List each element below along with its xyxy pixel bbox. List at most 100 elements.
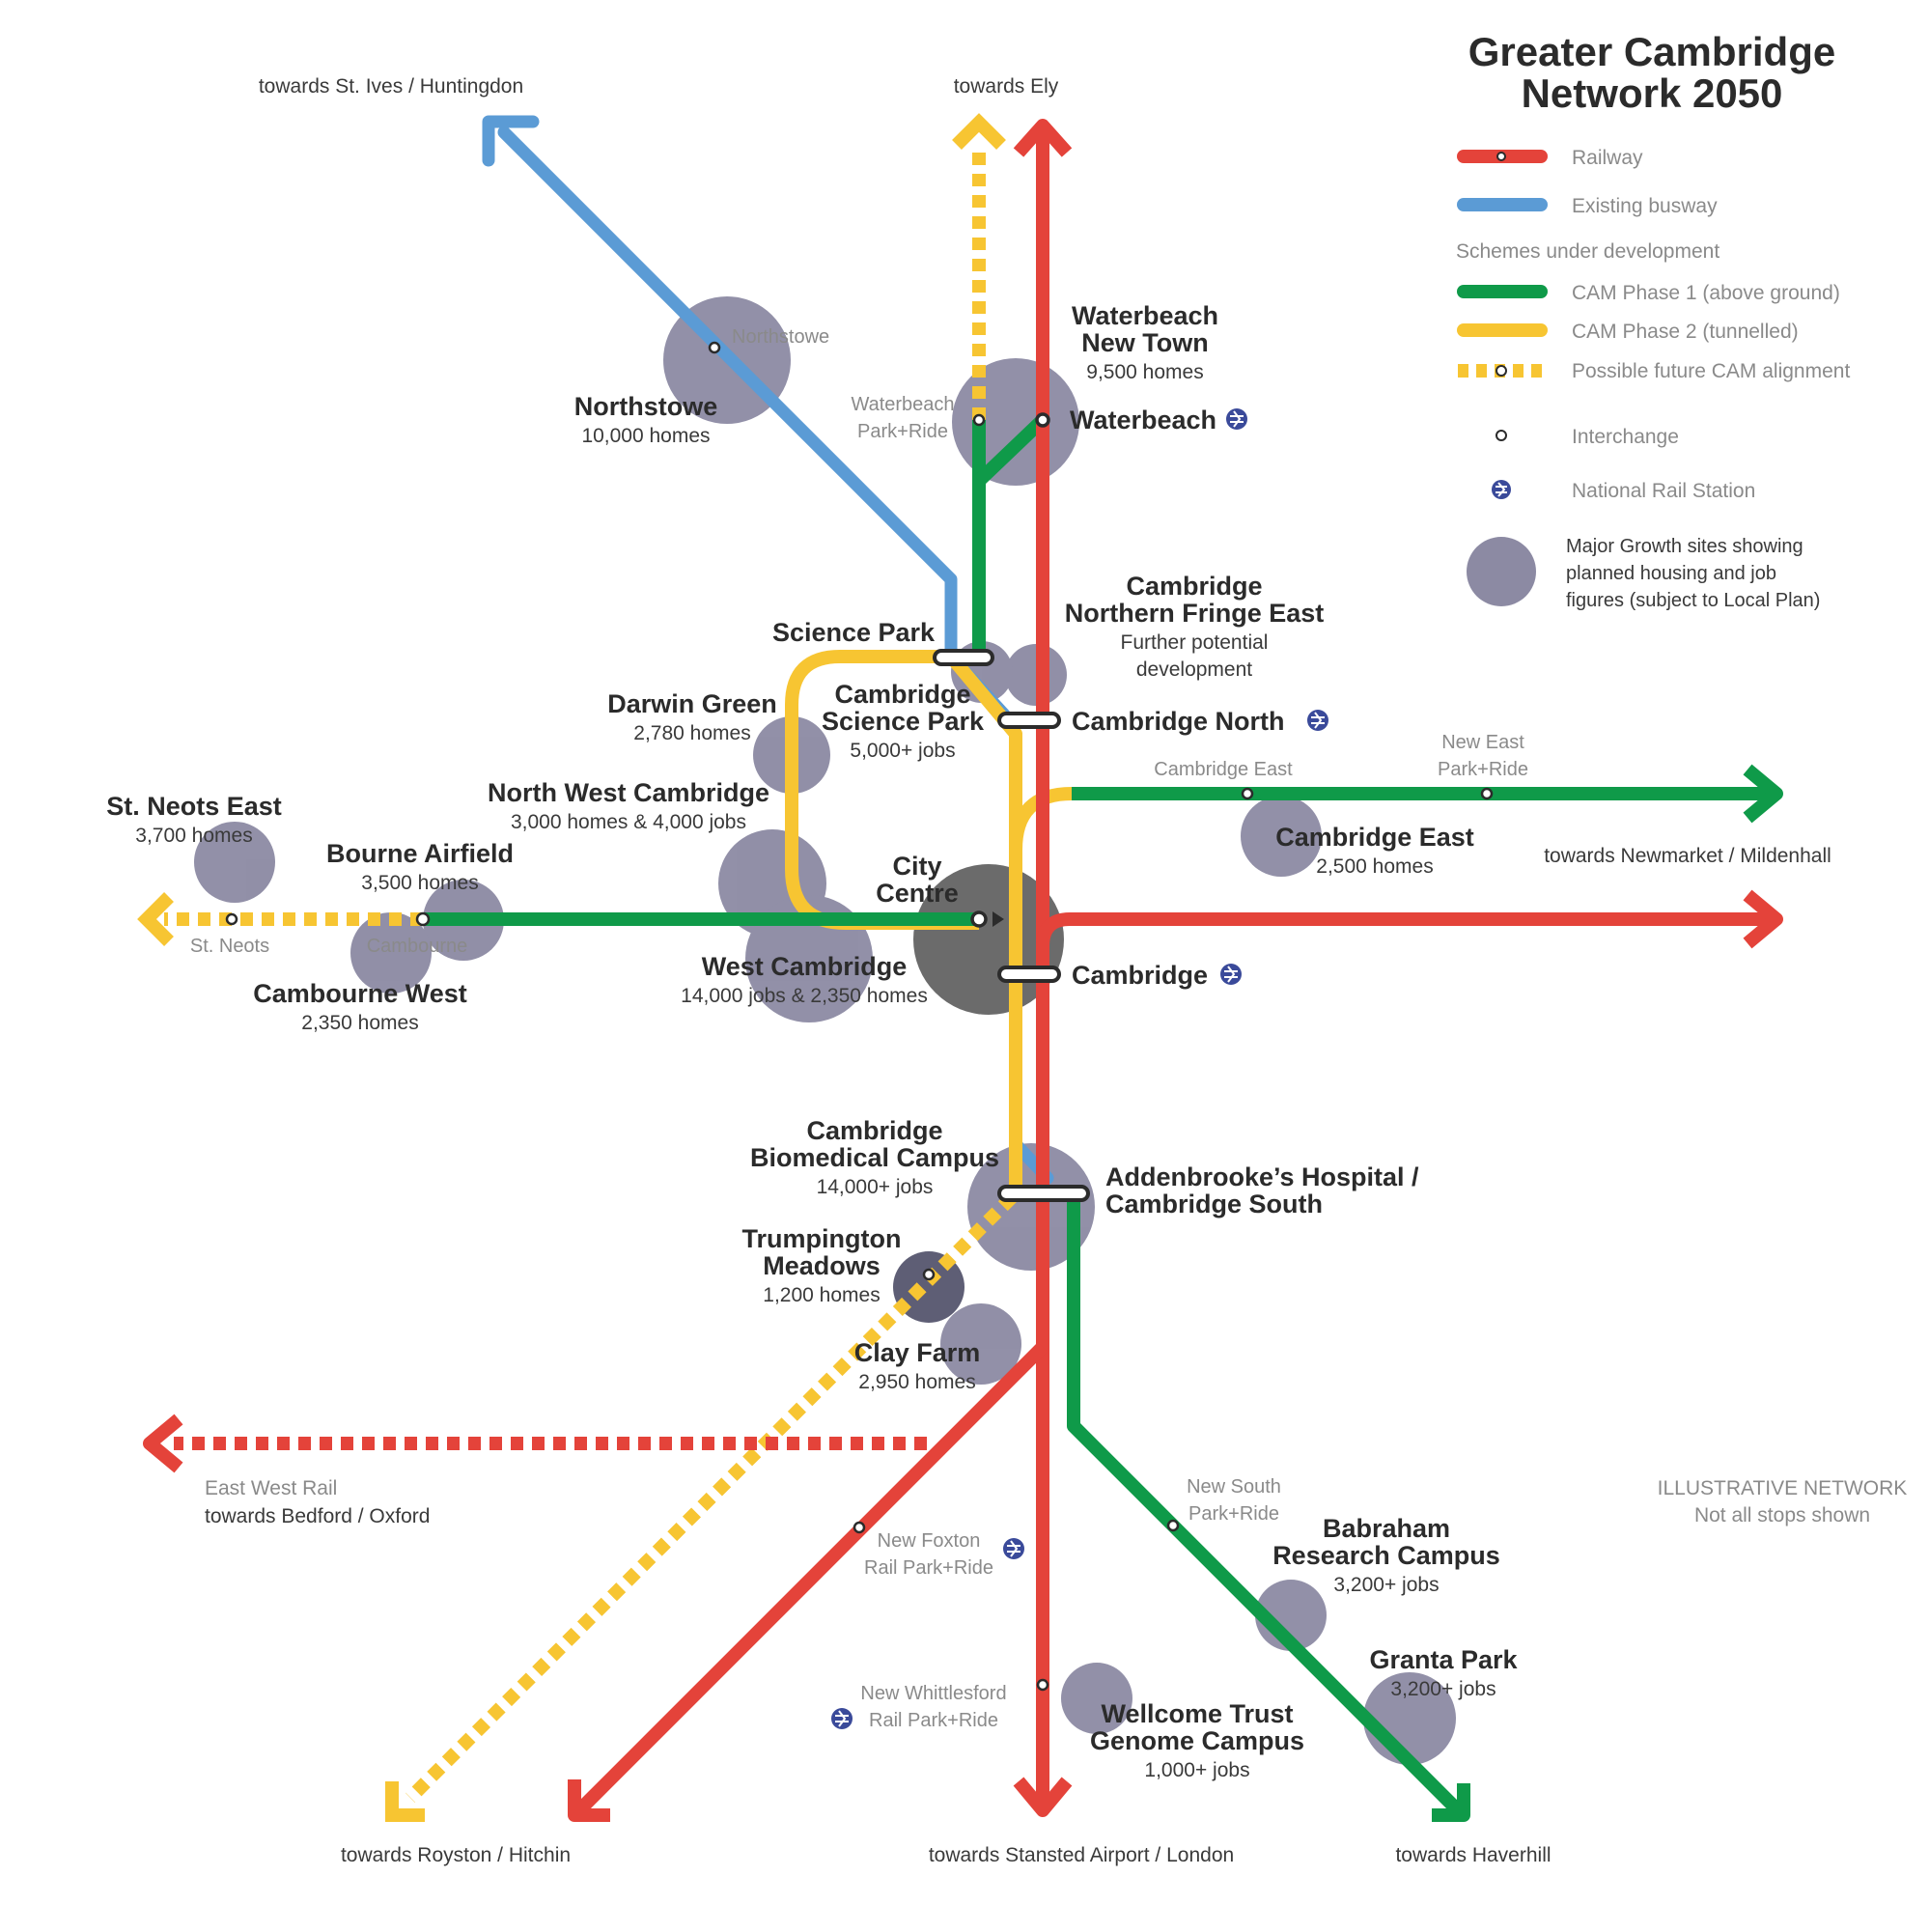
cam1-east-arrow: [1743, 764, 1783, 824]
st-neots-stop-label: St. Neots: [190, 936, 269, 957]
trumpington-detail: 1,200 homes: [763, 1284, 880, 1306]
new-east-pr-1: New East: [1441, 732, 1524, 753]
growth-wellcome: [1061, 1663, 1132, 1734]
growth-cambridge-east: [1241, 796, 1322, 877]
trumpington-name1: Trumpington: [742, 1224, 902, 1253]
csp-detail: 5,000+ jobs: [850, 740, 955, 762]
science-park-interchange[interactable]: [933, 649, 994, 666]
legend-cam1-label: CAM Phase 1 (above ground): [1572, 282, 1840, 304]
legend-growth-label-2: planned housing and job: [1566, 563, 1776, 584]
st-neots-east-detail: 3,700 homes: [135, 825, 252, 847]
cam1-haverhill-arrow: [1432, 1783, 1470, 1822]
cam1-lines: [423, 414, 1783, 1822]
legend-growth-label-1: Major Growth sites showing: [1566, 536, 1803, 557]
legend-schemes-heading: Schemes under development: [1456, 240, 1719, 263]
national-rail-icon: [1220, 964, 1242, 985]
addenbrookes-interchange[interactable]: [997, 1185, 1090, 1202]
darwin-name: Darwin Green: [607, 689, 777, 718]
trumpington-name2: Meadows: [763, 1251, 881, 1280]
waterbeach-nt-detail: 9,500 homes: [1086, 361, 1203, 383]
cambridge-east-name: Cambridge East: [1275, 823, 1474, 852]
growth-st-neots-east: [194, 822, 275, 903]
national-rail-icon: [1003, 1538, 1024, 1559]
nwc-name: North West Cambridge: [488, 778, 769, 807]
stop-new-whittlesford[interactable]: [1036, 1678, 1049, 1692]
legend-interchange-dot: [1496, 430, 1507, 441]
new-foxton-2: Rail Park+Ride: [864, 1557, 993, 1579]
growth-waterbeach: [952, 358, 1079, 486]
cambridge-east-stop-label: Cambridge East: [1154, 759, 1293, 780]
clay-farm-detail: 2,950 homes: [858, 1371, 975, 1393]
direction-newmarket: towards Newmarket / Mildenhall: [1544, 845, 1831, 867]
growth-biomedical: [967, 1143, 1095, 1271]
legend-railway-label: Railway: [1572, 147, 1643, 169]
national-rail-icons: [831, 408, 1328, 1729]
interchange-pills: [933, 649, 1090, 1202]
clay-farm-name: Clay Farm: [854, 1338, 981, 1367]
cambridge-north-interchange[interactable]: [997, 712, 1061, 729]
stop-new-east-pr[interactable]: [1480, 787, 1494, 800]
illustrative-note-2: Not all stops shown: [1694, 1504, 1870, 1526]
stop-new-south-pr[interactable]: [1166, 1519, 1180, 1532]
west-cambridge-name: West Cambridge: [702, 952, 908, 981]
rail-london-arrow: [1013, 1777, 1073, 1817]
new-whittlesford-2: Rail Park+Ride: [869, 1710, 998, 1731]
new-east-pr-2: Park+Ride: [1438, 759, 1528, 780]
northstowe-stop-label: Northstowe: [732, 326, 829, 348]
stop-waterbeach[interactable]: [1035, 412, 1050, 428]
new-south-pr-2: Park+Ride: [1188, 1503, 1279, 1525]
cam2-ely-arrow: [952, 113, 1006, 150]
stop-st-neots[interactable]: [225, 912, 238, 926]
west-cambridge-detail: 14,000 jobs & 2,350 homes: [681, 985, 928, 1007]
stop-waterbeach-pr[interactable]: [972, 413, 986, 427]
national-rail-icon: [1226, 408, 1247, 430]
national-rail-icon: [831, 1708, 853, 1729]
stop-city-centre[interactable]: [970, 910, 988, 928]
direction-labels: towards St. Ives / Huntingdon towards El…: [205, 75, 1831, 1866]
direction-haverhill: towards Haverhill: [1395, 1844, 1551, 1866]
stop-dots: [225, 341, 1494, 1692]
nwc-detail: 3,000 homes & 4,000 jobs: [511, 811, 746, 833]
cambridge-name: Cambridge: [1072, 961, 1208, 990]
direction-royston: towards Royston / Hitchin: [341, 1844, 571, 1866]
cam1-haverhill: [1067, 1190, 1468, 1820]
legend-cam2-label: CAM Phase 2 (tunnelled): [1572, 321, 1799, 343]
bourne-name: Bourne Airfield: [326, 839, 514, 868]
stop-cambridge-east[interactable]: [1241, 787, 1254, 800]
national-rail-icon: [1307, 710, 1328, 731]
cambourne-stop-label: Cambourne: [367, 936, 468, 957]
place-labels: Waterbeach New Town 9,500 homes Waterbea…: [106, 301, 1528, 1781]
csp-name2: Science Park: [822, 707, 985, 736]
legend-interchange-label: Interchange: [1572, 426, 1679, 448]
science-park-name: Science Park: [772, 618, 936, 647]
direction-ew-rail-2: towards Bedford / Oxford: [205, 1505, 430, 1527]
direction-ely: towards Ely: [954, 75, 1059, 98]
rail-royston: [574, 1342, 1048, 1815]
growth-cambourne: [350, 912, 432, 994]
stop-northstowe[interactable]: [708, 341, 721, 354]
northstowe-detail: 10,000 homes: [581, 425, 710, 447]
cam2-st-neots-arrow: [137, 892, 174, 946]
cam1-waterbeach-spur: [974, 414, 1048, 487]
city-centre-name1: City: [892, 852, 941, 881]
city-centre-name2: Centre: [876, 879, 959, 908]
granta-name: Granta Park: [1369, 1645, 1518, 1674]
cambridge-north-name: Cambridge North: [1072, 707, 1285, 736]
northstowe-name: Northstowe: [574, 392, 718, 421]
stop-cambourne[interactable]: [415, 911, 431, 927]
stop-new-foxton[interactable]: [853, 1521, 866, 1534]
cam2-spine: [945, 652, 1022, 1197]
cambridge-interchange[interactable]: [997, 966, 1061, 983]
cnfe-name2: Northern Fringe East: [1065, 599, 1325, 628]
busway-northstowe: [497, 126, 958, 661]
legend-national-rail-icon: [1492, 480, 1511, 499]
rail-royston-arrow: [568, 1779, 610, 1822]
stop-trumpington[interactable]: [922, 1268, 936, 1281]
legend-future-label: Possible future CAM alignment: [1572, 360, 1850, 382]
st-neots-east-name: St. Neots East: [106, 792, 282, 821]
legend-growth-swatch: [1467, 537, 1536, 606]
wellcome-detail: 1,000+ jobs: [1144, 1759, 1249, 1781]
future-alignments: [164, 145, 1017, 1803]
cnfe-detail2: development: [1136, 658, 1252, 681]
